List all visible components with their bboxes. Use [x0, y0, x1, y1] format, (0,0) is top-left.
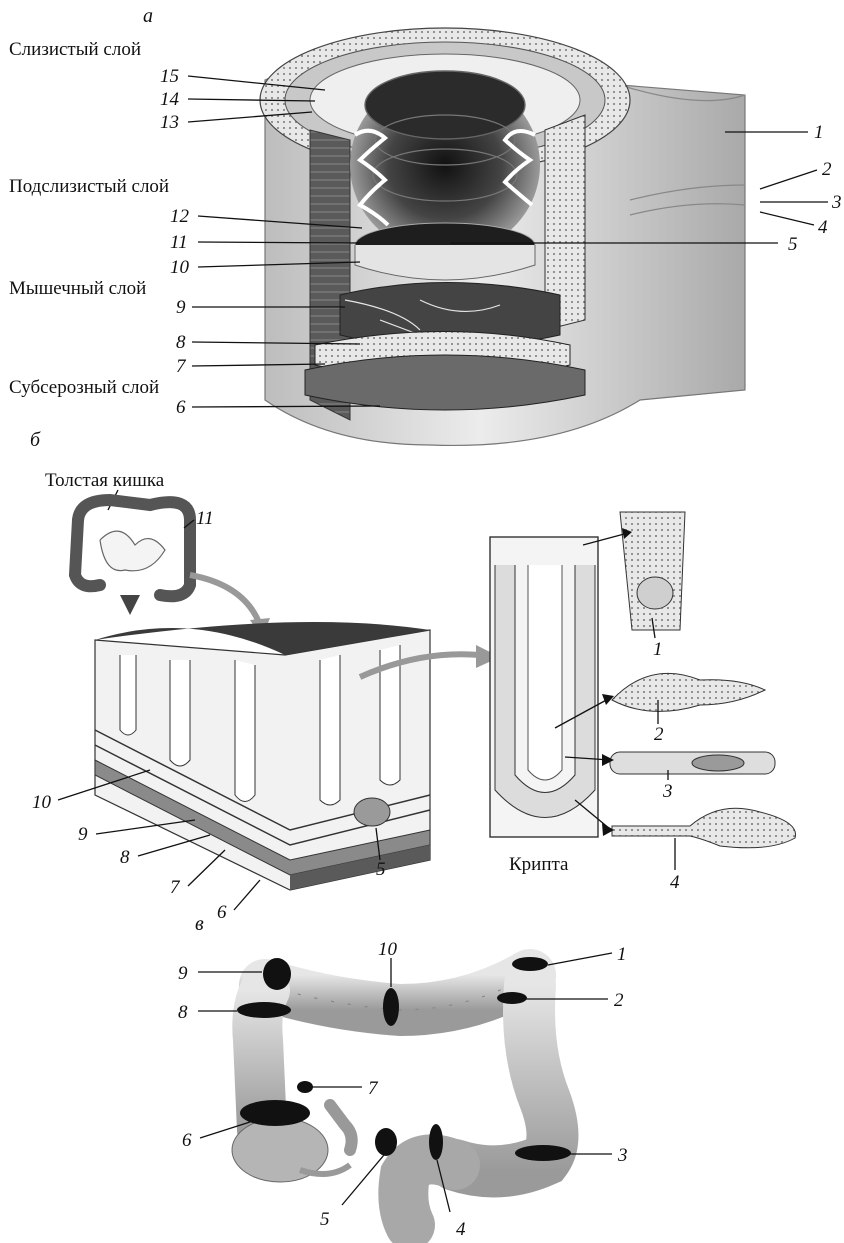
- callout-a-3: 3: [831, 192, 842, 213]
- layer-label-mucosa: Слизистый слой: [9, 39, 141, 60]
- panel-c-letter: в: [195, 913, 204, 935]
- callout-c-4: 4: [456, 1219, 466, 1240]
- callout-c-6: 6: [182, 1130, 192, 1151]
- panel-a: а Слиз: [9, 5, 842, 445]
- callout-a-7: 7: [176, 356, 187, 377]
- panel-b-letter: б: [30, 429, 41, 451]
- callout-a-10: 10: [170, 257, 190, 278]
- callout-a-4: 4: [818, 217, 828, 238]
- layer-label-muscular: Мышечный слой: [9, 278, 146, 299]
- panel-c: в: [178, 913, 628, 1240]
- callout-a-2: 2: [822, 159, 832, 180]
- callout-a-6: 6: [176, 397, 186, 418]
- callout-b-10: 10: [32, 792, 52, 813]
- callout-c-5: 5: [320, 1209, 330, 1230]
- zoom-arrow-1: [190, 575, 260, 625]
- tissue-block-illustration: [95, 622, 430, 890]
- callout-b-9: 9: [78, 824, 88, 845]
- callout-a-9: 9: [176, 297, 186, 318]
- callout-b-cell-4: 4: [670, 872, 680, 893]
- callout-c-3: 3: [617, 1145, 628, 1166]
- callout-b-cell-1: 1: [653, 639, 663, 660]
- layer-label-subserosa: Субсерозный слой: [9, 377, 159, 398]
- crypt-illustration: [490, 537, 598, 837]
- callout-a-13: 13: [160, 112, 179, 133]
- callout-b-cell-2: 2: [654, 724, 664, 745]
- callout-a-15: 15: [160, 66, 179, 87]
- callout-b-6: 6: [217, 902, 227, 923]
- crypt-label: Крипта: [509, 854, 569, 875]
- callout-a-11: 11: [170, 232, 188, 253]
- panel-a-letter: а: [143, 5, 153, 27]
- callout-c-7: 7: [368, 1078, 379, 1099]
- callout-b-cell-3: 3: [662, 781, 673, 802]
- callout-a-8: 8: [176, 332, 186, 353]
- organ-label-colon: Толстая кишка: [45, 470, 165, 491]
- callout-b-8: 8: [120, 847, 130, 868]
- callout-c-8: 8: [178, 1002, 188, 1023]
- colon-full-illustration: [232, 957, 571, 1225]
- layer-label-submucosa: Подслизистый слой: [9, 176, 169, 197]
- callout-c-9: 9: [178, 963, 188, 984]
- callout-c-10: 10: [378, 939, 398, 960]
- callout-c-1: 1: [617, 944, 627, 965]
- callout-c-2: 2: [614, 990, 624, 1011]
- cell-types-illustration: [610, 512, 796, 848]
- callout-b-7: 7: [170, 877, 181, 898]
- callout-b-11: 11: [196, 508, 214, 529]
- callout-b-5: 5: [376, 859, 386, 880]
- callout-a-1: 1: [814, 122, 824, 143]
- panel-b: б Толстая кишка 11: [30, 429, 796, 923]
- callout-a-12: 12: [170, 206, 190, 227]
- callout-a-5: 5: [788, 234, 798, 255]
- colon-overview-icon: [75, 500, 190, 615]
- callout-a-14: 14: [160, 89, 180, 110]
- intestine-wall-illustration: [260, 28, 745, 445]
